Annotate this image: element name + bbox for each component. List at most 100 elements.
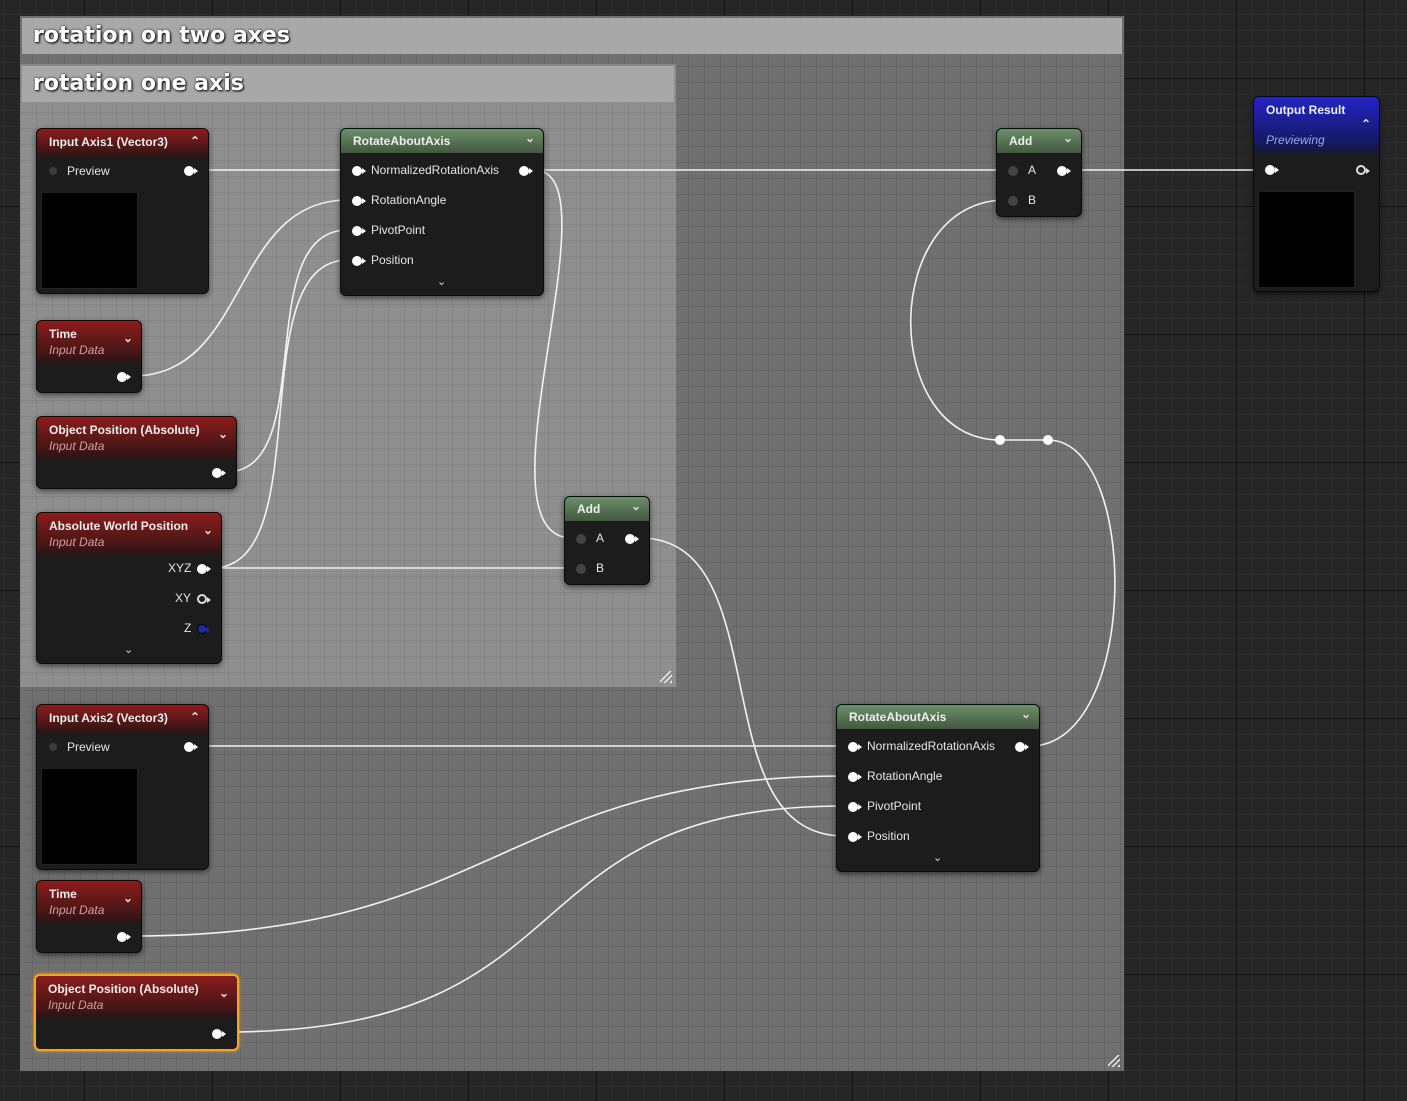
preview-swatch [1258, 191, 1355, 288]
node-header[interactable]: Input Axis2 (Vector3) ⌃ [37, 705, 208, 733]
rotate-about-axis-node[interactable]: RotateAboutAxis ⌄ NormalizedRotationAxis… [340, 128, 544, 296]
pin-label: B [1028, 193, 1037, 207]
output-pin-xyz[interactable] [197, 564, 211, 574]
node-header[interactable]: Object Position (Absolute) Input Data ⌄ [36, 976, 237, 1018]
input-pin[interactable] [1008, 166, 1018, 176]
resize-grip-icon[interactable] [660, 671, 672, 683]
chevron-down-icon[interactable]: ⌄ [933, 852, 943, 864]
preview-toggle[interactable] [49, 167, 57, 175]
chevron-up-icon[interactable]: ⌃ [189, 134, 200, 148]
chevron-down-icon[interactable]: ⌄ [122, 891, 133, 905]
output-pin[interactable] [184, 742, 198, 752]
chevron-down-icon[interactable]: ⌄ [122, 331, 133, 345]
time-node[interactable]: Time Input Data ⌄ [36, 880, 142, 953]
pin-label-z: Z [184, 621, 192, 635]
chevron-down-icon[interactable]: ⌄ [1062, 131, 1073, 145]
pin-label: A [596, 531, 605, 545]
input-pin[interactable] [848, 772, 862, 782]
node-header[interactable]: Time Input Data ⌄ [37, 881, 141, 923]
preview-label: Preview [67, 164, 110, 178]
node-title: Add [577, 502, 601, 516]
node-title: Time [49, 327, 77, 341]
output-pin[interactable] [184, 166, 198, 176]
preview-toggle[interactable] [49, 743, 57, 751]
input-axis1-node[interactable]: Input Axis1 (Vector3) ⌃ Preview [36, 128, 209, 294]
node-title: Object Position (Absolute) [48, 982, 199, 996]
output-pin[interactable] [117, 372, 131, 382]
chevron-up-icon[interactable]: ⌃ [1360, 117, 1371, 131]
chevron-down-icon[interactable]: ⌄ [1020, 707, 1031, 721]
chevron-down-icon[interactable]: ⌄ [524, 131, 535, 145]
reroute-node[interactable] [995, 435, 1005, 445]
chevron-down-icon[interactable]: ⌄ [202, 523, 213, 537]
input-pin[interactable] [848, 832, 862, 842]
chevron-down-icon[interactable]: ⌄ [630, 499, 641, 513]
pin-label: A [1028, 163, 1037, 177]
input-pin[interactable] [848, 742, 862, 752]
preview-swatch [41, 768, 138, 865]
chevron-down-icon[interactable]: ⌄ [124, 644, 134, 656]
input-pin[interactable] [352, 226, 366, 236]
node-subtitle: Previewing [1266, 133, 1325, 147]
output-pin[interactable] [1057, 166, 1071, 176]
node-title: Input Axis2 (Vector3) [49, 711, 168, 725]
pin-label: Position [371, 253, 414, 267]
pin-label: RotationAngle [371, 193, 447, 207]
input-pin[interactable] [1265, 165, 1279, 175]
node-header[interactable]: RotateAboutAxis ⌄ [837, 705, 1039, 729]
node-title: Absolute World Position [49, 519, 189, 533]
object-position-node[interactable]: Object Position (Absolute) Input Data ⌄ [34, 974, 239, 1051]
node-header[interactable]: Add ⌄ [997, 129, 1081, 153]
node-subtitle: Input Data [49, 439, 105, 453]
object-position-node[interactable]: Object Position (Absolute) Input Data ⌄ [36, 416, 237, 489]
pin-label: PivotPoint [371, 223, 426, 237]
reroute-node[interactable] [1043, 435, 1053, 445]
output-pin-z[interactable] [197, 624, 210, 634]
pin-label: PivotPoint [867, 799, 922, 813]
output-pin[interactable] [212, 1029, 226, 1039]
resize-grip-icon[interactable] [1108, 1055, 1120, 1067]
input-pin[interactable] [352, 196, 366, 206]
add-node[interactable]: Add ⌄ A B [564, 496, 650, 585]
output-result-node[interactable]: Output Result Previewing ⌃ [1253, 96, 1380, 292]
absolute-world-position-node[interactable]: Absolute World Position Input Data ⌄ XYZ… [36, 512, 222, 664]
output-pin[interactable] [117, 932, 131, 942]
input-pin[interactable] [352, 166, 366, 176]
output-pin-xy[interactable] [197, 594, 211, 604]
node-header[interactable]: Add ⌄ [565, 497, 649, 521]
comment-title-two-axes[interactable]: rotation on two axes [22, 18, 1122, 54]
output-pin[interactable] [519, 166, 533, 176]
node-header[interactable]: Time Input Data ⌄ [37, 321, 141, 363]
pin-label: NormalizedRotationAxis [867, 739, 996, 753]
input-pin[interactable] [1008, 196, 1018, 206]
pin-label-xyz: XYZ [168, 561, 192, 575]
node-header[interactable]: Object Position (Absolute) Input Data ⌄ [37, 417, 236, 459]
pin-label: Position [867, 829, 910, 843]
chevron-down-icon[interactable]: ⌄ [218, 986, 229, 1000]
input-axis2-node[interactable]: Input Axis2 (Vector3) ⌃ Preview [36, 704, 209, 870]
add-node[interactable]: Add ⌄ A B [996, 128, 1082, 217]
node-title: Add [1009, 134, 1033, 148]
node-title: RotateAboutAxis [353, 134, 451, 148]
node-header[interactable]: Input Axis1 (Vector3) ⌃ [37, 129, 208, 157]
output-pin[interactable] [1356, 165, 1370, 175]
chevron-up-icon[interactable]: ⌃ [189, 710, 200, 724]
chevron-down-icon[interactable]: ⌄ [217, 427, 228, 441]
rotate-about-axis-node[interactable]: RotateAboutAxis ⌄ NormalizedRotationAxis… [836, 704, 1040, 872]
node-subtitle: Input Data [48, 998, 104, 1012]
comment-title-one-axis[interactable]: rotation one axis [22, 66, 674, 102]
output-pin[interactable] [1015, 742, 1029, 752]
preview-label: Preview [67, 740, 110, 754]
input-pin[interactable] [848, 802, 862, 812]
input-pin[interactable] [352, 256, 366, 266]
time-node[interactable]: Time Input Data ⌄ [36, 320, 142, 393]
input-pin[interactable] [576, 534, 586, 544]
chevron-down-icon[interactable]: ⌄ [437, 276, 447, 288]
node-header[interactable]: Output Result Previewing ⌃ [1254, 97, 1379, 153]
node-header[interactable]: RotateAboutAxis ⌄ [341, 129, 543, 153]
node-header[interactable]: Absolute World Position Input Data ⌄ [37, 513, 221, 555]
node-title: Output Result [1266, 103, 1346, 117]
input-pin[interactable] [576, 564, 586, 574]
output-pin[interactable] [625, 534, 639, 544]
output-pin[interactable] [212, 468, 226, 478]
